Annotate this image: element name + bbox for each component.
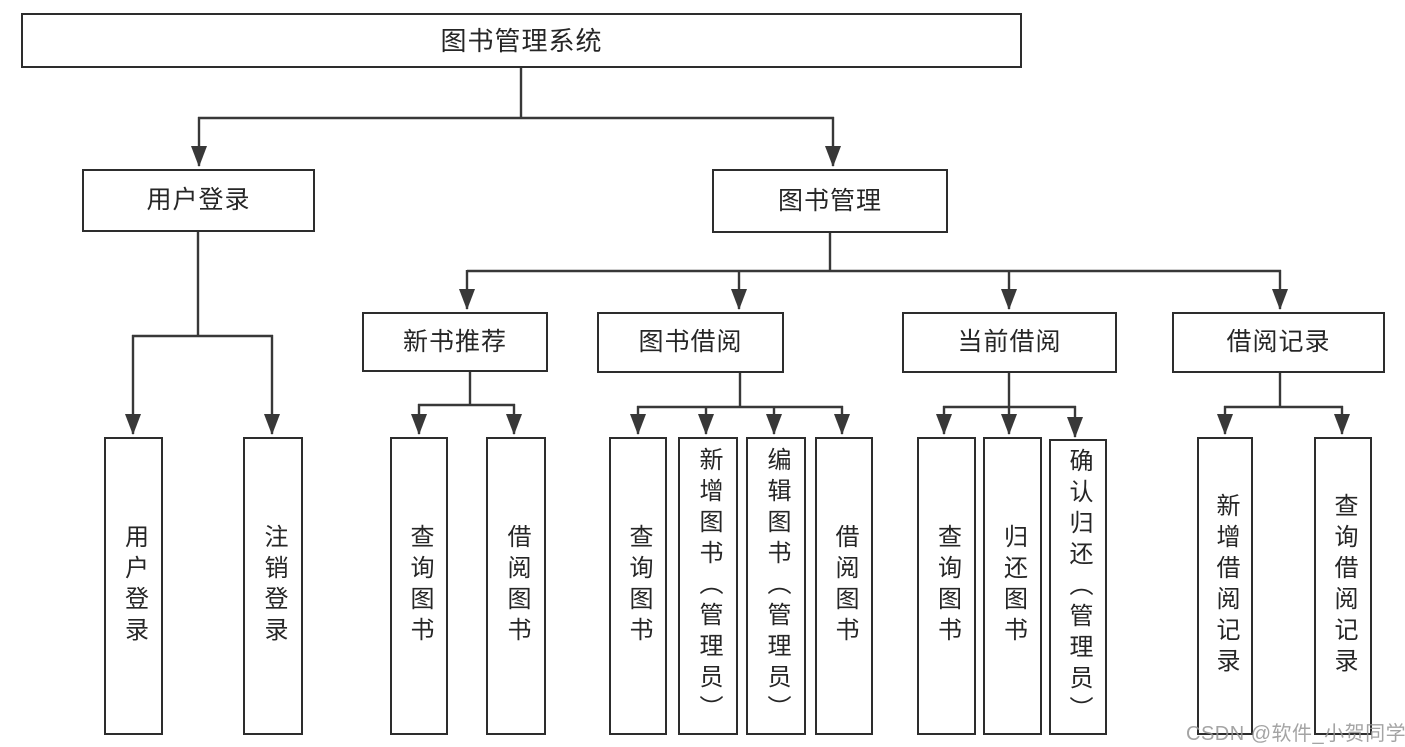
- node-borrow-books-leaf: 借阅图书: [815, 437, 873, 735]
- node-add-borrow-record-label: 新增借阅记录: [1212, 493, 1239, 679]
- connectors-book-borrowing: [630, 373, 850, 435]
- node-query-books-current: 查询图书: [917, 437, 976, 735]
- node-edit-book-admin: 编辑图书（管理员）: [746, 437, 806, 735]
- node-borrow-books-leaf-label: 借阅图书: [831, 524, 858, 648]
- node-user-login-leaf-label: 用户登录: [120, 524, 148, 648]
- node-logout-label: 注销登录: [260, 524, 287, 648]
- node-return-book: 归还图书: [983, 437, 1042, 735]
- node-query-books-borrowing: 查询图书: [609, 437, 667, 735]
- node-query-books-current-label: 查询图书: [933, 524, 961, 648]
- node-query-books-borrowing-label: 查询图书: [625, 524, 652, 648]
- node-add-book-admin: 新增图书（管理员）: [678, 437, 738, 735]
- node-new-book-recommend: 新书推荐: [362, 312, 548, 372]
- node-query-borrow-record: 查询借阅记录: [1314, 437, 1372, 735]
- node-new-book-recommend-label: 新书推荐: [402, 327, 507, 356]
- node-user-login-leaf: 用户登录: [104, 437, 163, 735]
- node-query-books-recommend-label: 查询图书: [406, 524, 433, 648]
- node-query-borrow-record-label: 查询借阅记录: [1330, 493, 1357, 679]
- node-borrow-records: 借阅记录: [1172, 312, 1385, 373]
- node-borrow-books-recommend-label: 借阅图书: [503, 524, 530, 648]
- node-user-login-label: 用户登录: [146, 186, 251, 214]
- connectors-current-borrowing: [936, 373, 1083, 438]
- node-return-book-label: 归还图书: [999, 524, 1027, 648]
- node-current-borrowing-label: 当前借阅: [957, 328, 1062, 356]
- node-library-system-label: 图书管理系统: [440, 25, 603, 56]
- node-add-book-admin-label: 新增图书（管理员）: [695, 446, 722, 726]
- node-edit-book-admin-label: 编辑图书（管理员）: [763, 446, 790, 726]
- node-user-login: 用户登录: [82, 169, 315, 232]
- connectors-root: [191, 68, 841, 167]
- node-library-system: 图书管理系统: [21, 13, 1022, 68]
- connectors-user-login: [125, 232, 280, 435]
- node-book-management: 图书管理: [712, 169, 948, 233]
- node-book-borrowing: 图书借阅: [597, 312, 784, 373]
- node-add-borrow-record: 新增借阅记录: [1197, 437, 1253, 735]
- node-book-management-label: 图书管理: [777, 186, 882, 215]
- connectors-new-book: [411, 372, 522, 435]
- node-book-borrowing-label: 图书借阅: [638, 328, 743, 356]
- node-confirm-return-admin: 确认归还（管理员）: [1049, 439, 1107, 735]
- csdn-watermark: CSDN @软件_小贺同学: [1186, 723, 1405, 745]
- node-current-borrowing: 当前借阅: [902, 312, 1117, 373]
- connectors-book-management: [459, 233, 1288, 310]
- connectors-borrow-records: [1217, 373, 1350, 435]
- node-borrow-records-label: 借阅记录: [1226, 328, 1331, 356]
- node-borrow-books-recommend: 借阅图书: [486, 437, 546, 735]
- node-confirm-return-admin-label: 确认归还（管理员）: [1065, 447, 1092, 727]
- node-query-books-recommend: 查询图书: [390, 437, 448, 735]
- node-logout: 注销登录: [243, 437, 303, 735]
